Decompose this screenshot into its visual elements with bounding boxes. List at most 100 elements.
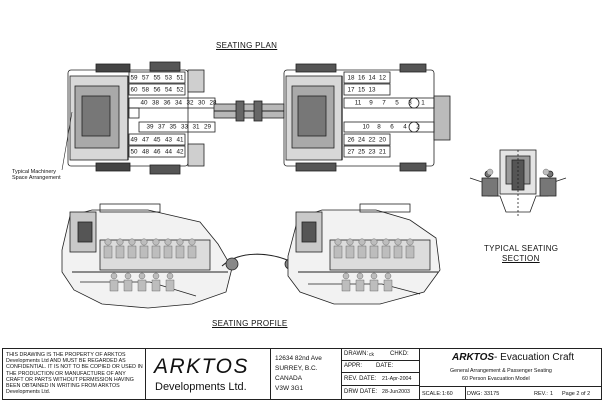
drw-date-value: 28-Jun2003 — [382, 389, 410, 395]
seat-number: 25 — [358, 149, 366, 156]
address-line-4: V3W 3G1 — [275, 385, 304, 392]
drawing-title: ARKTOS- Evacuation Craft — [452, 352, 574, 363]
passengers-section — [486, 168, 550, 176]
disclaimer-line-6: BEEN OBTAINED IN WRITING FROM ARKTOS — [6, 383, 120, 390]
page-number: Page 2 of 2 — [562, 391, 591, 397]
dwg-value: 33175 — [484, 391, 500, 397]
seat-number: 27 — [347, 149, 355, 156]
seat-number: 42 — [176, 149, 184, 156]
passengers-left — [103, 238, 197, 292]
seat-number: 46 — [153, 149, 161, 156]
machinery-note-1: Typical Machinery — [12, 169, 57, 175]
seat-number: 13 — [368, 87, 376, 94]
seat-number: 14 — [368, 75, 376, 82]
seat-number: 37 — [158, 124, 166, 131]
disclaimer-line-4: THE PRODUCTION OR MANUFACTURE OF ANY — [6, 370, 126, 377]
seat-number: 45 — [153, 137, 161, 144]
passengers-right — [333, 238, 415, 292]
seat-number: 11 — [355, 100, 362, 107]
seat-number: 54 — [165, 87, 173, 94]
seat-number: 32 — [186, 100, 194, 107]
drawing-title-cell: ARKTOS- Evacuation Craft General Arrange… — [420, 349, 601, 399]
seat-number: 33 — [181, 124, 189, 131]
section-view — [469, 149, 567, 218]
seat-number: 49 — [130, 137, 138, 144]
seat-number: 1 — [421, 100, 425, 107]
seat-number: 60 — [130, 87, 138, 94]
disclaimer-line-3: CONFIDENTIAL. IT IS NOT TO BE COPIED OR … — [6, 364, 143, 371]
dwg-label: DWG: — [467, 391, 482, 397]
seat-number: 50 — [130, 149, 138, 156]
plan-left-hull — [61, 61, 216, 175]
disclaimer-line-7: Developments Ltd. — [6, 389, 51, 396]
seat-number: 6 — [390, 124, 394, 131]
seat-number: 41 — [176, 137, 184, 144]
seat-number: 5 — [395, 100, 399, 107]
seat-number: 3 — [408, 100, 412, 107]
disclaimer-cell: THIS DRAWING IS THE PROPERTY OF ARKTOS D… — [3, 349, 146, 399]
rev-date-label: REV. DATE: — [344, 376, 377, 382]
seat-number: 34 — [175, 100, 183, 107]
seat-number: 55 — [153, 75, 161, 82]
appr-label: APPR: — [344, 363, 363, 369]
seat-number: 24 — [358, 137, 366, 144]
approval-cell: DRAWN: ck CHKD: APPR: DATE: REV. DATE: 2… — [342, 349, 420, 399]
scale-value: 1:60 — [442, 391, 453, 397]
drawing-subtitle-2: 60 Person Evacuation Model — [462, 376, 530, 382]
seat-number: 47 — [142, 137, 150, 144]
address-cell: 12634 82nd Ave SURREY, B.C. CANADA V3W 3… — [271, 349, 342, 399]
typical-section-label-2: SECTION — [502, 254, 540, 263]
seat-number: 2 — [416, 124, 420, 131]
seat-number: 43 — [165, 137, 173, 144]
drawing-canvas: 5957555351605856545240383634323028393735… — [61, 61, 567, 309]
seat-number: 48 — [142, 149, 150, 156]
address-line-1: 12634 82nd Ave — [275, 355, 322, 362]
address-line-2: SURREY, B.C. — [275, 365, 318, 372]
plan-connector — [213, 100, 285, 122]
seat-number: 28 — [209, 100, 217, 107]
seat-number: 53 — [165, 75, 173, 82]
chkd-label: CHKD: — [390, 351, 409, 357]
seat-number: 7 — [382, 100, 386, 107]
seating-plan-label: SEATING PLAN — [216, 41, 278, 50]
scale-label: SCALE: — [422, 391, 442, 397]
seat-number: 59 — [130, 75, 138, 82]
seat-number: 8 — [377, 124, 381, 131]
seat-number: 56 — [153, 87, 161, 94]
disclaimer-line-2: Developments Ltd AND MUST BE REGARDED AS — [6, 358, 126, 365]
seat-number: 44 — [165, 149, 173, 156]
disclaimer-line-1: THIS DRAWING IS THE PROPERTY OF ARKTOS — [6, 352, 126, 358]
seat-number: 22 — [368, 137, 376, 144]
drw-date-label: DRW DATE: — [344, 389, 378, 395]
seat-number: 30 — [198, 100, 206, 107]
drawing-title-brand: ARKTOS — [452, 352, 495, 363]
seat-number: 4 — [403, 124, 407, 131]
company-subtitle: Developments Ltd. — [155, 381, 247, 393]
seat-number: 17 — [347, 87, 355, 94]
date-label: DATE: — [376, 363, 394, 369]
profile-connector — [221, 253, 296, 271]
seat-number: 21 — [379, 149, 387, 156]
scale-cell: SCALE: 1:60 — [420, 386, 466, 399]
rev-label: REV.: — [534, 391, 548, 397]
seat-number: 15 — [358, 87, 366, 94]
drawing-subtitle-1: General Arrangement & Passenger Seating — [450, 368, 552, 374]
plan-right-hull — [283, 63, 451, 172]
seat-number: 57 — [142, 75, 150, 82]
seat-number: 31 — [192, 124, 200, 131]
seat-number: 9 — [369, 100, 373, 107]
drawn-value: ck — [369, 352, 374, 358]
seat-number: 39 — [146, 124, 154, 131]
seat-number: 52 — [176, 87, 184, 94]
company-logo-text: ARKTOS — [154, 355, 249, 378]
typical-section-label-1: TYPICAL SEATING — [484, 244, 559, 253]
rev-date-value: 21-Apr-2004 — [382, 376, 412, 382]
drawing-title-main: - Evacuation Craft — [494, 352, 575, 363]
drawn-label: DRAWN: — [344, 351, 369, 357]
seat-number: 51 — [176, 75, 184, 82]
seat-number: 58 — [142, 87, 150, 94]
seat-number: 29 — [204, 124, 212, 131]
seat-number: 23 — [368, 149, 376, 156]
